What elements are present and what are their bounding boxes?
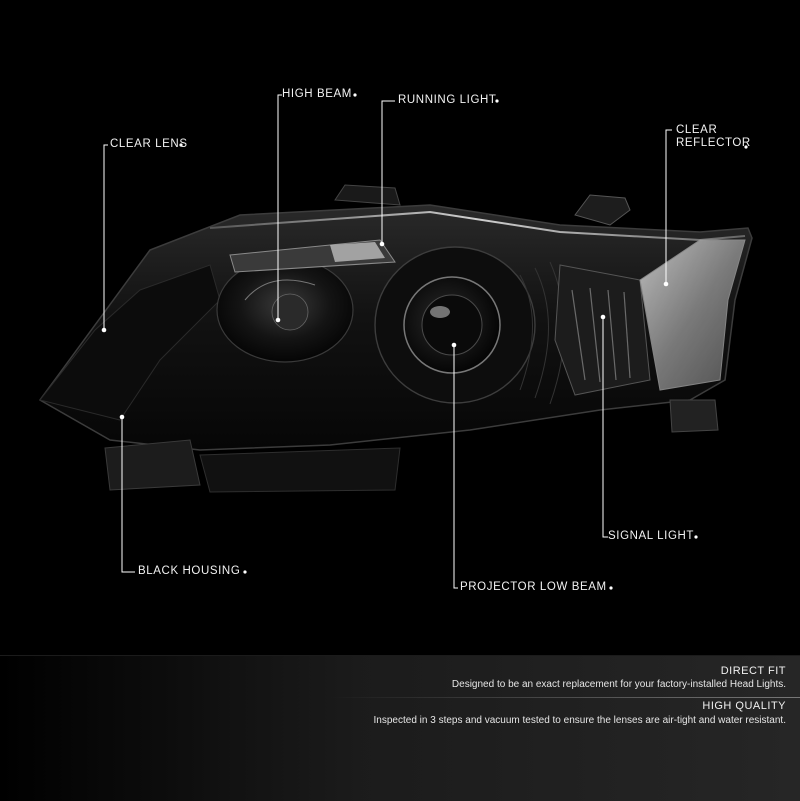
feature-title-direct-fit: DIRECT FIT — [720, 665, 786, 677]
feature-desc-high-quality: Inspected in 3 steps and vacuum tested t… — [373, 715, 786, 726]
callout-lines — [103, 94, 672, 589]
callout-signal-light: SIGNAL LIGHT — [608, 530, 695, 542]
callout-clear-lens: CLEAR LENS — [110, 138, 188, 150]
feature-desc-direct-fit: Designed to be an exact replacement for … — [451, 679, 786, 690]
headlight-assembly — [38, 184, 753, 493]
feature-divider — [330, 697, 800, 698]
callout-dots — [101, 93, 748, 590]
callout-running-light: RUNNING LIGHT — [398, 94, 497, 106]
callout-projector-low-beam: PROJECTOR LOW BEAM — [460, 581, 607, 593]
feature-panel: DIRECT FIT Designed to be an exact repla… — [0, 655, 800, 801]
feature-title-high-quality: HIGH QUALITY — [702, 700, 786, 712]
callout-high-beam: HIGH BEAM — [282, 88, 352, 100]
callout-clear-reflector: CLEAR REFLECTOR — [676, 124, 751, 149]
callout-black-housing: BLACK HOUSING — [138, 565, 241, 577]
